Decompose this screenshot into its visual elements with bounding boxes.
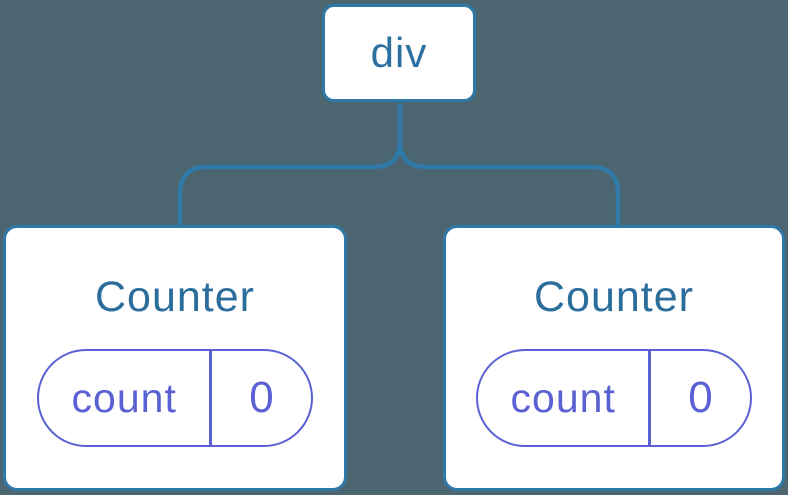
state-key-label: count [510,374,616,421]
root-node-div: div [322,4,476,102]
counter-card-left: Counter count 0 [3,225,347,491]
state-pill: count 0 [476,349,752,447]
state-pill: count 0 [37,349,313,447]
connector-branch-left [177,103,403,228]
counter-title: Counter [534,273,694,321]
pill-divider [648,351,651,445]
state-key-label: count [71,374,177,421]
counter-title: Counter [95,273,255,321]
root-node-label: div [370,29,428,76]
state-value: 0 [688,373,713,422]
state-value: 0 [249,373,274,422]
counter-card-right: Counter count 0 [443,225,785,491]
connector-branch-right [397,103,621,228]
pill-divider [209,351,212,445]
